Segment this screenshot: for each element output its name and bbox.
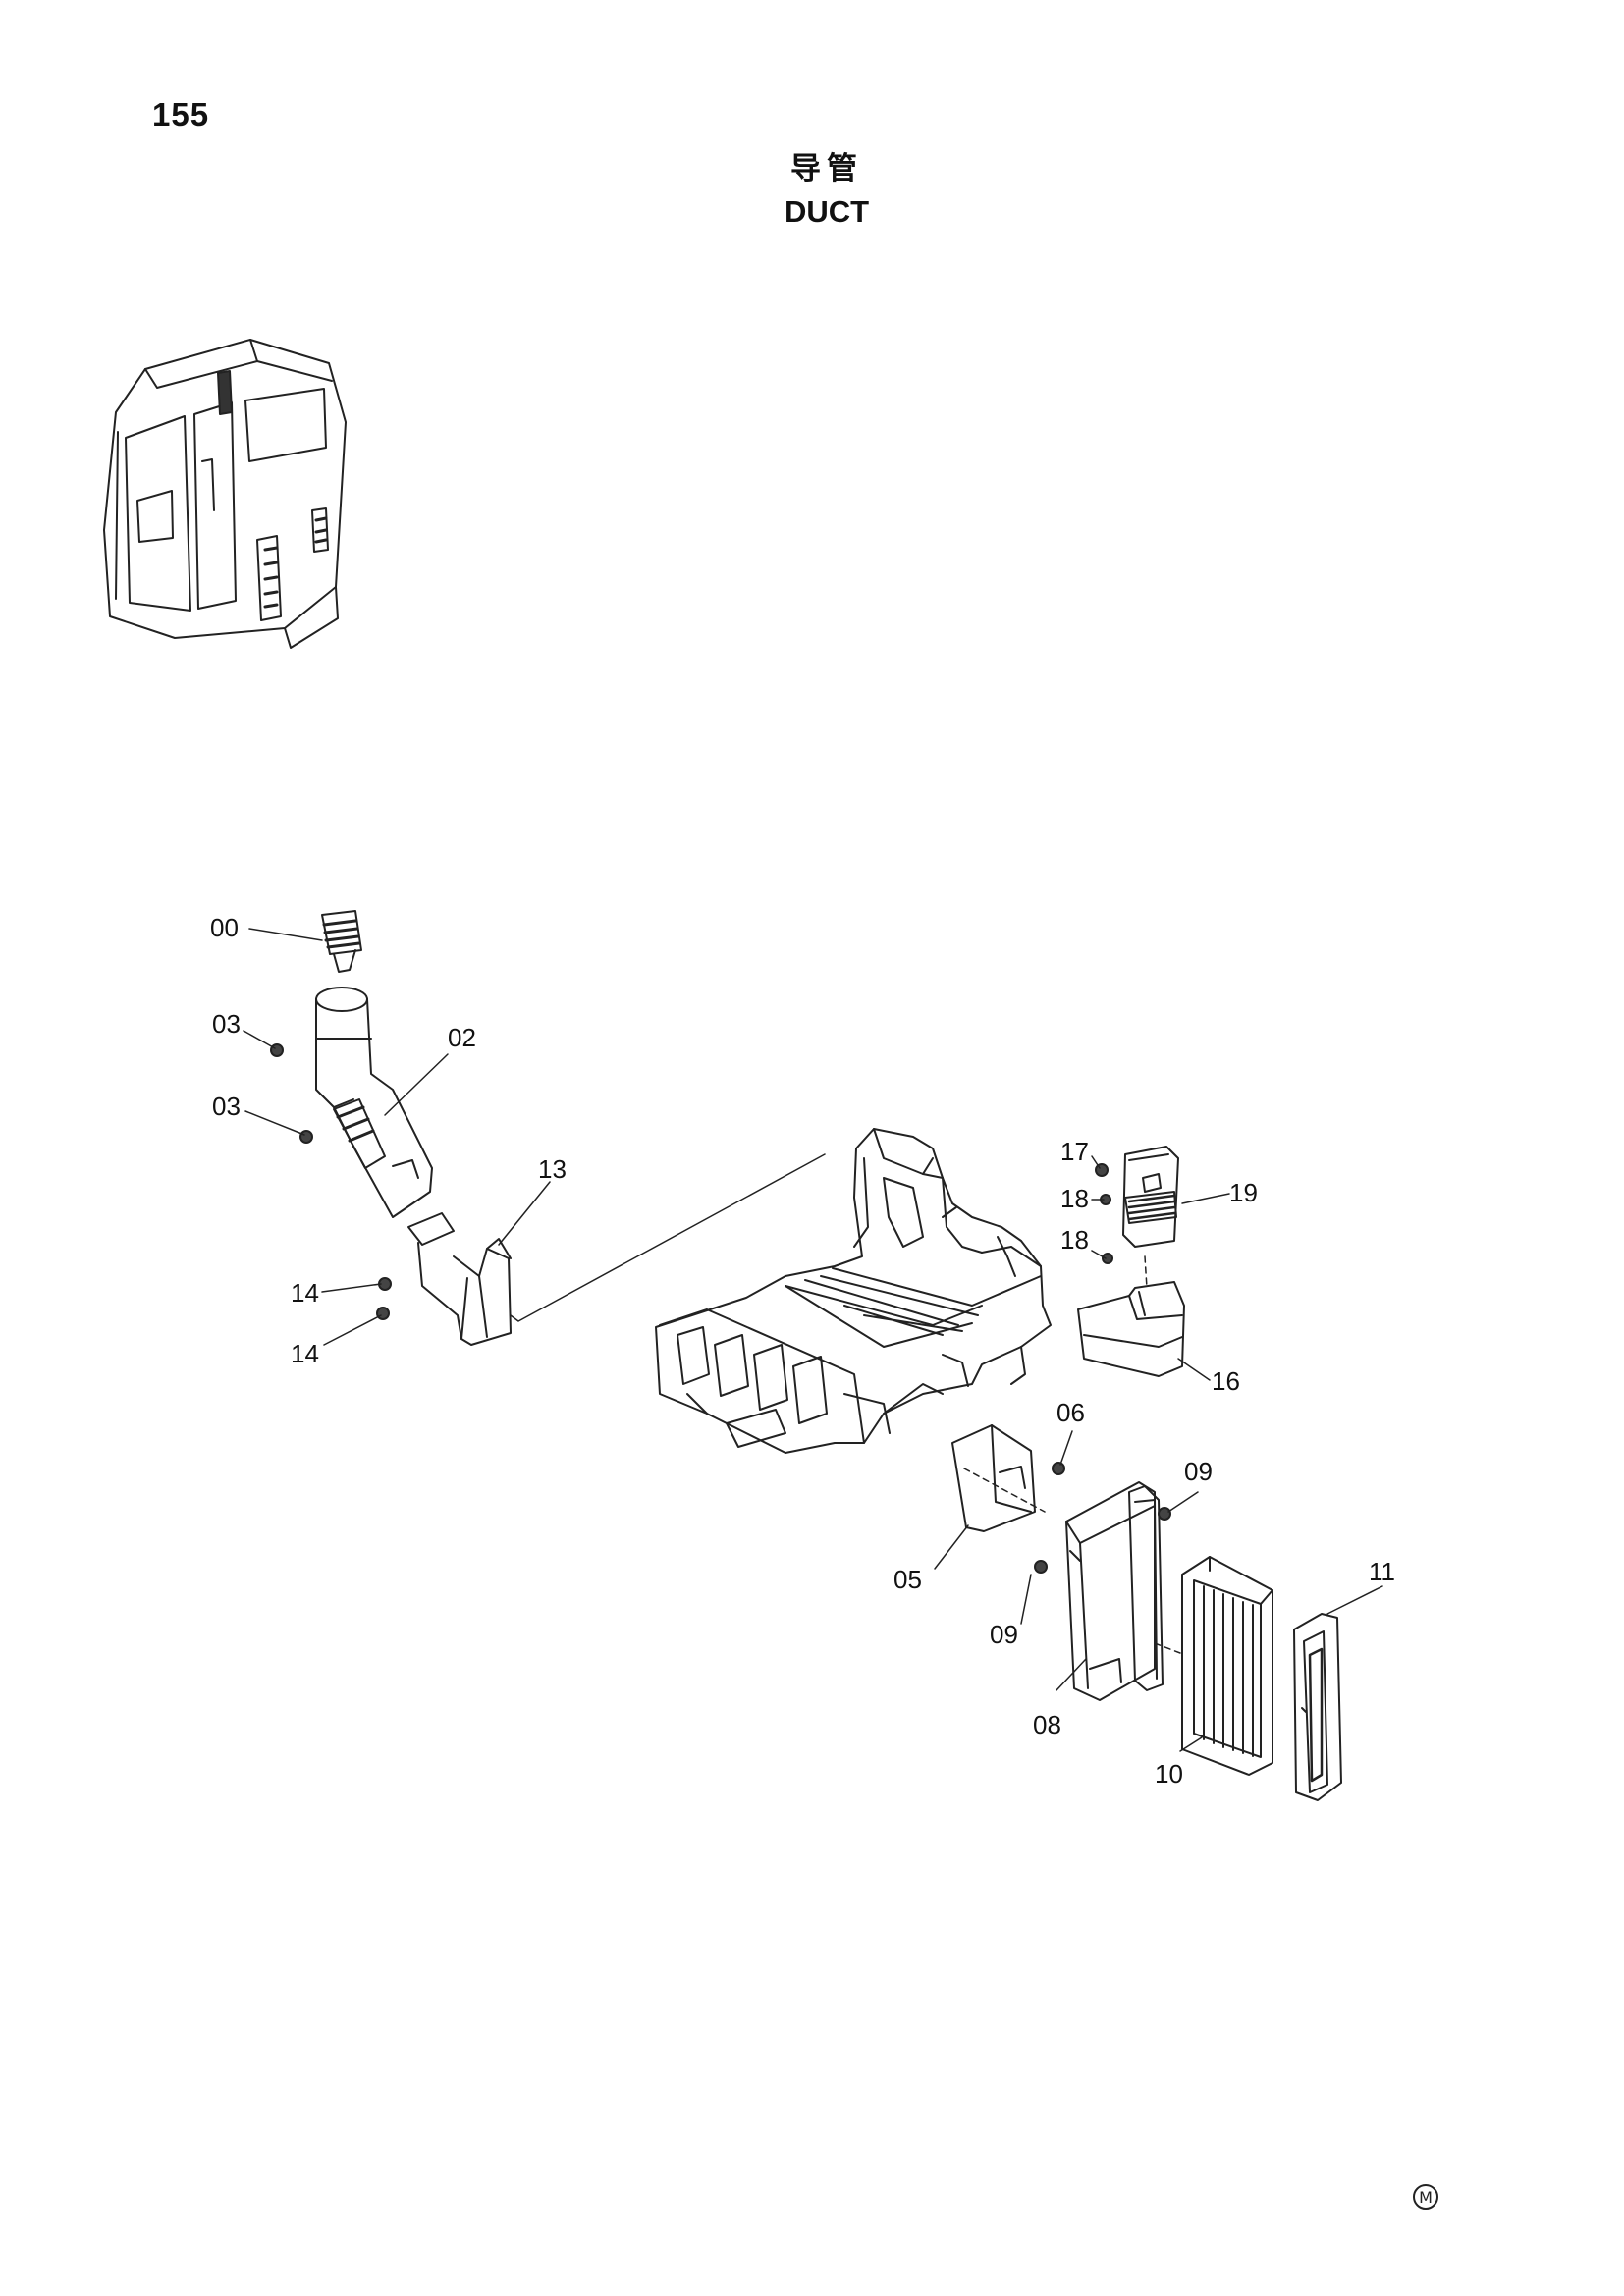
callout-14-upper: 14	[291, 1278, 319, 1308]
part-16-elbow	[1077, 1281, 1185, 1377]
page-number: 155	[152, 96, 210, 133]
callout-16: 16	[1212, 1366, 1240, 1396]
callout-03-upper: 03	[212, 1009, 241, 1039]
part-11-grille	[1293, 1613, 1342, 1801]
callout-11: 11	[1369, 1557, 1395, 1586]
fasteners	[270, 1043, 1171, 1574]
part-08-housing	[1065, 1481, 1164, 1701]
part-13-connector	[407, 1212, 512, 1346]
callout-05: 05	[893, 1565, 922, 1594]
part-00-filter	[321, 910, 362, 973]
cab-overview	[103, 339, 347, 649]
callout-02: 02	[448, 1023, 476, 1052]
callout-18-lower: 18	[1060, 1225, 1089, 1255]
callout-09-upper: 09	[1184, 1457, 1213, 1486]
callout-13: 13	[538, 1154, 567, 1184]
title-chinese: 导管	[790, 151, 863, 187]
callout-18-upper: 18	[1060, 1184, 1089, 1213]
callout-00: 00	[210, 913, 239, 942]
callout-08: 08	[1033, 1710, 1061, 1739]
callout-09-lower: 09	[990, 1620, 1018, 1649]
callout-labels: 00 02 03 03 13 14 14 17 18 18 19 16 06 0…	[210, 913, 1395, 1789]
hvac-unit	[655, 1128, 1052, 1454]
corner-mark: M	[1413, 2184, 1438, 2210]
part-19-duct	[1122, 1146, 1179, 1248]
callout-14-lower: 14	[291, 1339, 319, 1368]
part-05-cover	[951, 1424, 1036, 1532]
part-02-duct	[315, 987, 433, 1218]
leader-lines	[243, 928, 1383, 1752]
callout-03-lower: 03	[212, 1092, 241, 1121]
title-english: DUCT	[784, 194, 870, 229]
callout-10: 10	[1155, 1759, 1183, 1789]
callout-06: 06	[1056, 1398, 1085, 1427]
callout-19: 19	[1229, 1178, 1258, 1207]
corner-mark-letter: M	[1419, 2188, 1433, 2207]
callout-17: 17	[1060, 1137, 1089, 1166]
